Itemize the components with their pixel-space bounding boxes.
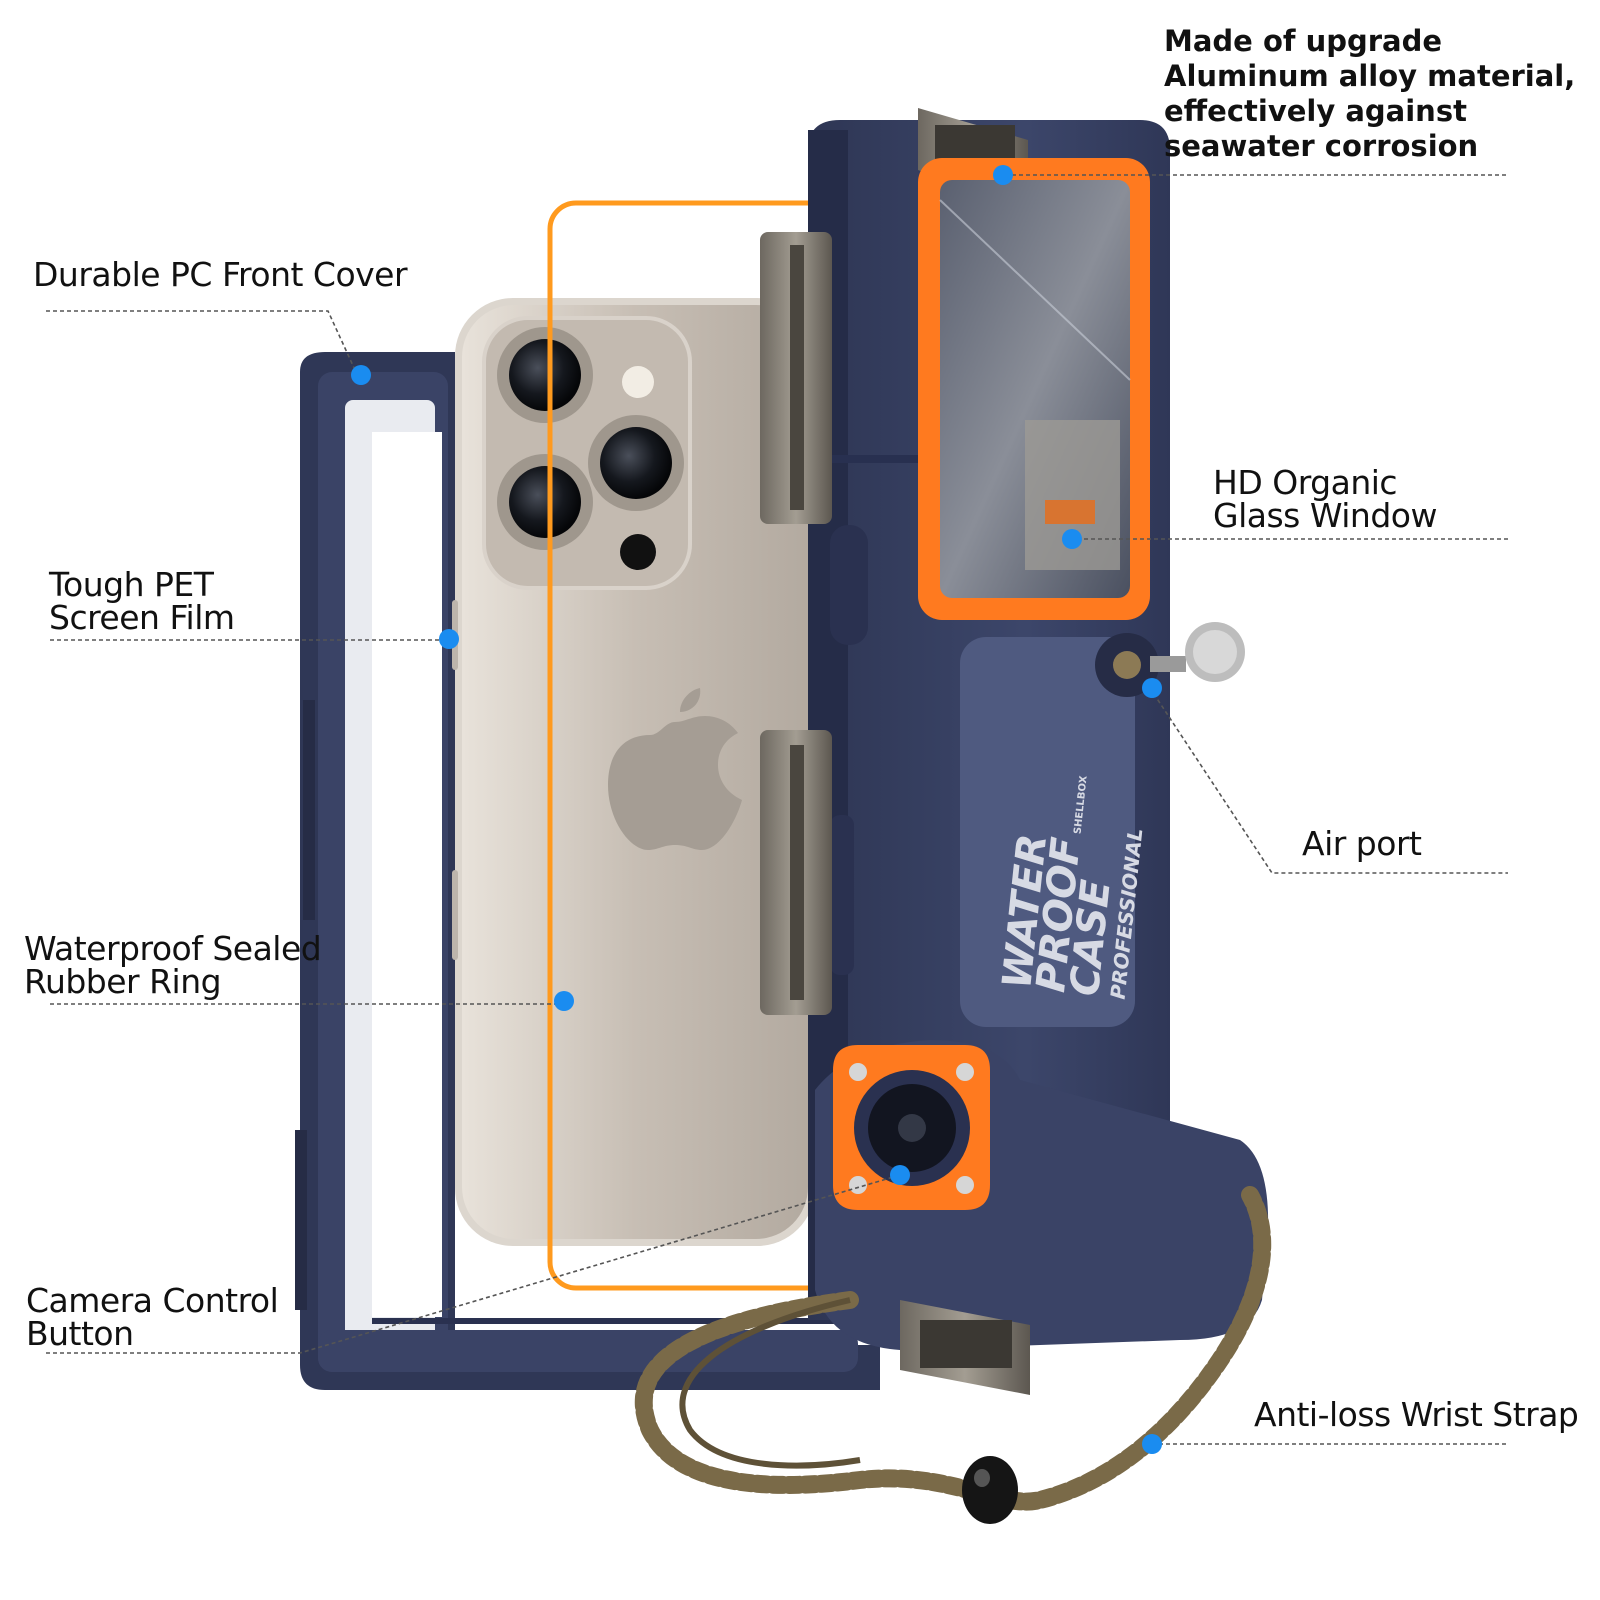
callout-front-cover-line1: Durable PC Front Cover (33, 255, 408, 294)
marker-glass-window (1062, 529, 1082, 549)
leader-air-port (1149, 687, 1508, 874)
callout-aluminum-line2: Aluminum alloy material, (1164, 59, 1576, 93)
marker-air-port (1142, 678, 1162, 698)
leader-camera-button (46, 1174, 901, 1354)
callout-rubber-ring-line1: Waterproof Sealed (24, 929, 322, 968)
callout-rubber-ring-line2: Rubber Ring (24, 962, 222, 1001)
callout-glass-window: HD Organic Glass Window (1213, 466, 1437, 532)
callout-air-port: Air port (1302, 824, 1422, 863)
callout-air-port-line1: Air port (1302, 824, 1422, 863)
marker-wrist-strap (1142, 1434, 1162, 1454)
callout-wrist-strap-line1: Anti-loss Wrist Strap (1254, 1395, 1579, 1434)
callout-screen-film: Tough PET Screen Film (49, 568, 235, 634)
marker-front-cover (351, 365, 371, 385)
callout-aluminum-line4: seawater corrosion (1164, 129, 1479, 163)
callout-camera-button-line2: Button (26, 1314, 134, 1353)
front-cover-frame (295, 352, 880, 1390)
shutter-button (833, 1045, 990, 1210)
side-hinges (760, 232, 832, 1015)
marker-camera-button (890, 1165, 910, 1185)
glass-window (918, 158, 1150, 620)
callout-camera-button: Camera Control Button (26, 1281, 279, 1353)
callout-glass-window-line2: Glass Window (1213, 496, 1437, 535)
callout-screen-film-line1: Tough PET (49, 565, 214, 604)
callout-glass-window-line1: HD Organic (1213, 463, 1398, 502)
callout-screen-film-line2: Screen Film (49, 598, 235, 637)
callout-camera-button-line1: Camera Control (26, 1281, 279, 1320)
leader-lines (46, 174, 1508, 1445)
phone-illustration (452, 298, 815, 1246)
callout-wrist-strap: Anti-loss Wrist Strap (1254, 1395, 1579, 1434)
callout-aluminum: Made of upgrade Aluminum alloy material,… (1164, 24, 1575, 164)
air-port (1095, 622, 1245, 697)
callout-markers (351, 165, 1162, 1454)
callout-rubber-ring: Waterproof Sealed Rubber Ring (24, 929, 322, 1001)
wrist-strap (634, 1186, 1272, 1524)
callout-aluminum-line3: effectively against (1164, 94, 1467, 128)
marker-screen-film (439, 629, 459, 649)
leader-front-cover (46, 310, 356, 371)
marker-rubber-ring (554, 991, 574, 1011)
marker-aluminum (993, 165, 1013, 185)
bottom-latch (900, 1300, 1030, 1395)
callout-aluminum-line1: Made of upgrade (1164, 24, 1443, 58)
callout-front-cover: Durable PC Front Cover (33, 255, 408, 294)
